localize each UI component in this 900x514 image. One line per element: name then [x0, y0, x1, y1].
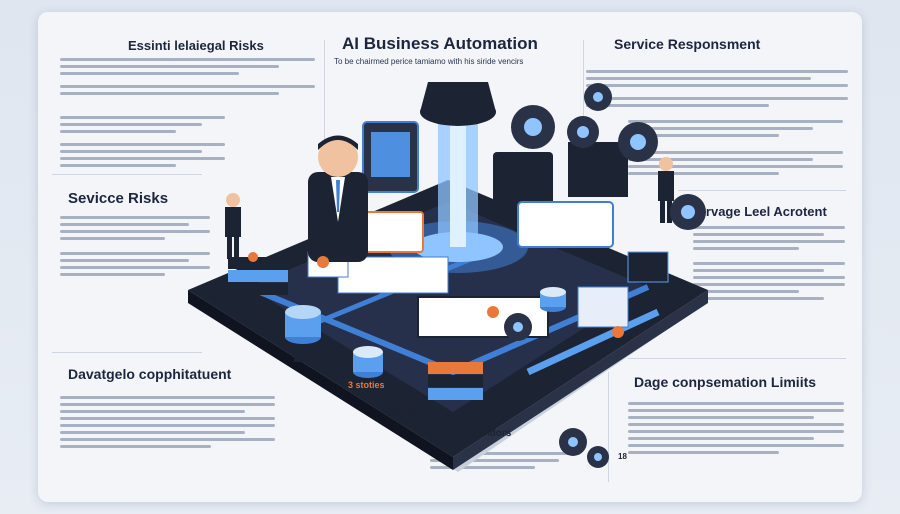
- text-top-right: [586, 70, 848, 111]
- divider-right-vertical: [583, 40, 584, 160]
- divider-right-mid: [678, 190, 846, 191]
- heading-top-center: AI Business Automation: [342, 34, 538, 53]
- platform-svg: [188, 82, 708, 472]
- stones-label: 3 stoties: [348, 380, 385, 390]
- text-top-left: [60, 58, 315, 99]
- heading-top-left: Essinti lelaiegal Risks: [128, 38, 264, 53]
- infographic-board: Essinti lelaiegal Risks AI Business Auto…: [38, 12, 862, 502]
- text-right-2: [628, 120, 843, 179]
- man-left-figure: [225, 193, 241, 259]
- number-25-label: 25: [293, 342, 318, 367]
- price-label: $4.00: [388, 407, 416, 419]
- text-left-2: [60, 116, 225, 171]
- heading-bottom-left: Davatgelo copphitatuent: [68, 366, 232, 382]
- text-mid-right: [693, 226, 845, 304]
- text-bottom-center: [430, 452, 580, 473]
- divider-left-mid: [52, 174, 202, 175]
- divider-left-vertical: [324, 40, 325, 160]
- divider-bottom-vertical: [608, 372, 609, 482]
- divider-left-bottom: [52, 352, 202, 353]
- text-bottom-right: [628, 402, 844, 458]
- subtitle: To be chairmed perice tamiamo with his s…: [334, 57, 524, 66]
- small-18-label: 18: [618, 452, 627, 461]
- heading-mid-right: Servage Leel Acrotent: [690, 204, 827, 219]
- man-right-figure: [658, 157, 674, 223]
- heading-bottom-right: Dage conpsemation Limiits: [634, 374, 817, 390]
- divider-right-bottom: [628, 358, 846, 359]
- automation-illustration: 25 SAAs vendors $4.00 3 stoties 18: [188, 72, 748, 482]
- heading-mid-left: Sevicce Risks: [68, 190, 169, 207]
- heading-top-right: Service Responsment: [614, 36, 761, 52]
- text-mid-left: [60, 216, 210, 280]
- text-bottom-left: [60, 396, 275, 452]
- saas-vendors-label: SAAs vendors: [443, 428, 512, 439]
